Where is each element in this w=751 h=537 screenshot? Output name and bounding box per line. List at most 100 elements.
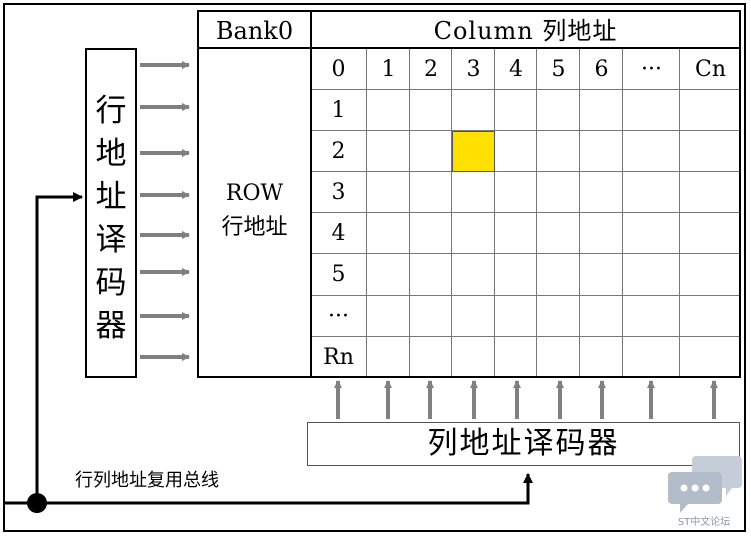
memory-cell <box>410 337 452 378</box>
memory-cell <box>452 172 495 213</box>
address-bus-label: 行列地址复用总线 <box>75 470 219 491</box>
memory-cell <box>410 172 452 213</box>
memory-cell <box>452 90 495 131</box>
memory-cell <box>680 172 741 213</box>
memory-cell <box>310 296 367 337</box>
row-number-label: Rn <box>323 345 354 370</box>
memory-cell <box>310 131 367 172</box>
memory-cell <box>537 254 580 296</box>
memory-cell <box>410 213 452 254</box>
row-decoder-output-arrows <box>140 61 190 361</box>
memory-cell <box>452 337 495 378</box>
memory-cell <box>537 296 580 337</box>
memory-cell <box>495 90 537 131</box>
memory-cell <box>580 296 623 337</box>
memory-cell <box>537 172 580 213</box>
memory-cell <box>623 172 680 213</box>
memory-cell <box>680 131 741 172</box>
memory-cell <box>537 213 580 254</box>
bus-junction-dot <box>27 493 47 513</box>
row-number-label: ··· <box>328 304 349 329</box>
memory-cell <box>452 49 495 90</box>
memory-cell <box>310 49 367 90</box>
memory-cell <box>367 90 410 131</box>
memory-cell <box>680 254 741 296</box>
column-number-label: ··· <box>641 57 662 82</box>
row-address-block: ROW 行地址 <box>197 49 310 378</box>
row-address-label: ROW 行地址 <box>199 177 310 245</box>
memory-cell <box>623 49 680 90</box>
memory-cell <box>580 131 623 172</box>
row-number-label: 1 <box>331 98 346 123</box>
column-number-label: 6 <box>594 57 609 82</box>
memory-cell <box>410 90 452 131</box>
column-address-decoder: 列地址译码器 <box>307 422 740 466</box>
watermark-label: ST中文论坛 <box>677 517 731 528</box>
memory-cell <box>310 254 367 296</box>
memory-cell <box>537 90 580 131</box>
memory-cell <box>495 131 537 172</box>
memory-cell <box>410 254 452 296</box>
row-decoder-label: 行地址译码器 <box>95 93 127 344</box>
memory-cell <box>680 90 741 131</box>
highlighted-memory-cell <box>452 131 495 172</box>
memory-cell <box>410 131 452 172</box>
column-number-label: 2 <box>424 57 438 82</box>
row-number-label: 2 <box>331 139 346 164</box>
memory-cell <box>367 254 410 296</box>
column-number-label: 5 <box>551 57 566 82</box>
memory-cell <box>580 172 623 213</box>
memory-cell <box>537 49 580 90</box>
column-number-label: 0 <box>331 57 346 82</box>
memory-cell <box>580 254 623 296</box>
memory-cell <box>310 213 367 254</box>
memory-cell <box>623 254 680 296</box>
column-number-label: 1 <box>381 57 396 82</box>
memory-cell <box>580 337 623 378</box>
memory-cell <box>680 337 741 378</box>
column-number-label: Cn <box>694 57 726 82</box>
memory-cell <box>367 172 410 213</box>
memory-cell <box>495 337 537 378</box>
memory-cell <box>310 90 367 131</box>
bus-to-row-decoder-line <box>35 192 83 503</box>
memory-cell <box>623 213 680 254</box>
memory-cell <box>367 49 410 90</box>
memory-cell <box>495 296 537 337</box>
row-number-label: 5 <box>331 262 346 287</box>
row-address-decoder: 行地址译码器 <box>85 48 137 378</box>
row-number-label: 4 <box>331 221 346 246</box>
memory-cell <box>537 131 580 172</box>
memory-cell <box>367 213 410 254</box>
memory-cell <box>623 296 680 337</box>
bank-label: Bank0 <box>197 10 310 49</box>
memory-cell <box>680 296 741 337</box>
outer-frame <box>3 3 746 532</box>
column-number-label: 3 <box>466 57 481 82</box>
column-number-label: 4 <box>509 57 523 82</box>
bus-to-column-decoder-line <box>5 473 533 505</box>
memory-cell <box>580 49 623 90</box>
memory-cell <box>367 296 410 337</box>
memory-cell <box>495 172 537 213</box>
memory-cell <box>310 172 367 213</box>
memory-cell <box>495 49 537 90</box>
row-number-label: 3 <box>331 180 346 205</box>
memory-cell <box>410 296 452 337</box>
memory-cell <box>580 213 623 254</box>
memory-cell <box>452 213 495 254</box>
memory-cell <box>452 254 495 296</box>
column-decoder-output-arrows <box>334 380 718 419</box>
row-label-cn: 行地址 <box>221 215 288 240</box>
memory-cell <box>367 131 410 172</box>
memory-cell <box>410 49 452 90</box>
memory-cell <box>367 337 410 378</box>
memory-cell <box>623 131 680 172</box>
column-address-header: Column 列地址 <box>310 10 741 49</box>
memory-cell <box>537 337 580 378</box>
memory-cell <box>580 90 623 131</box>
memory-cell <box>495 213 537 254</box>
memory-cell <box>623 90 680 131</box>
memory-cell <box>452 296 495 337</box>
forum-watermark-icon <box>668 456 742 513</box>
